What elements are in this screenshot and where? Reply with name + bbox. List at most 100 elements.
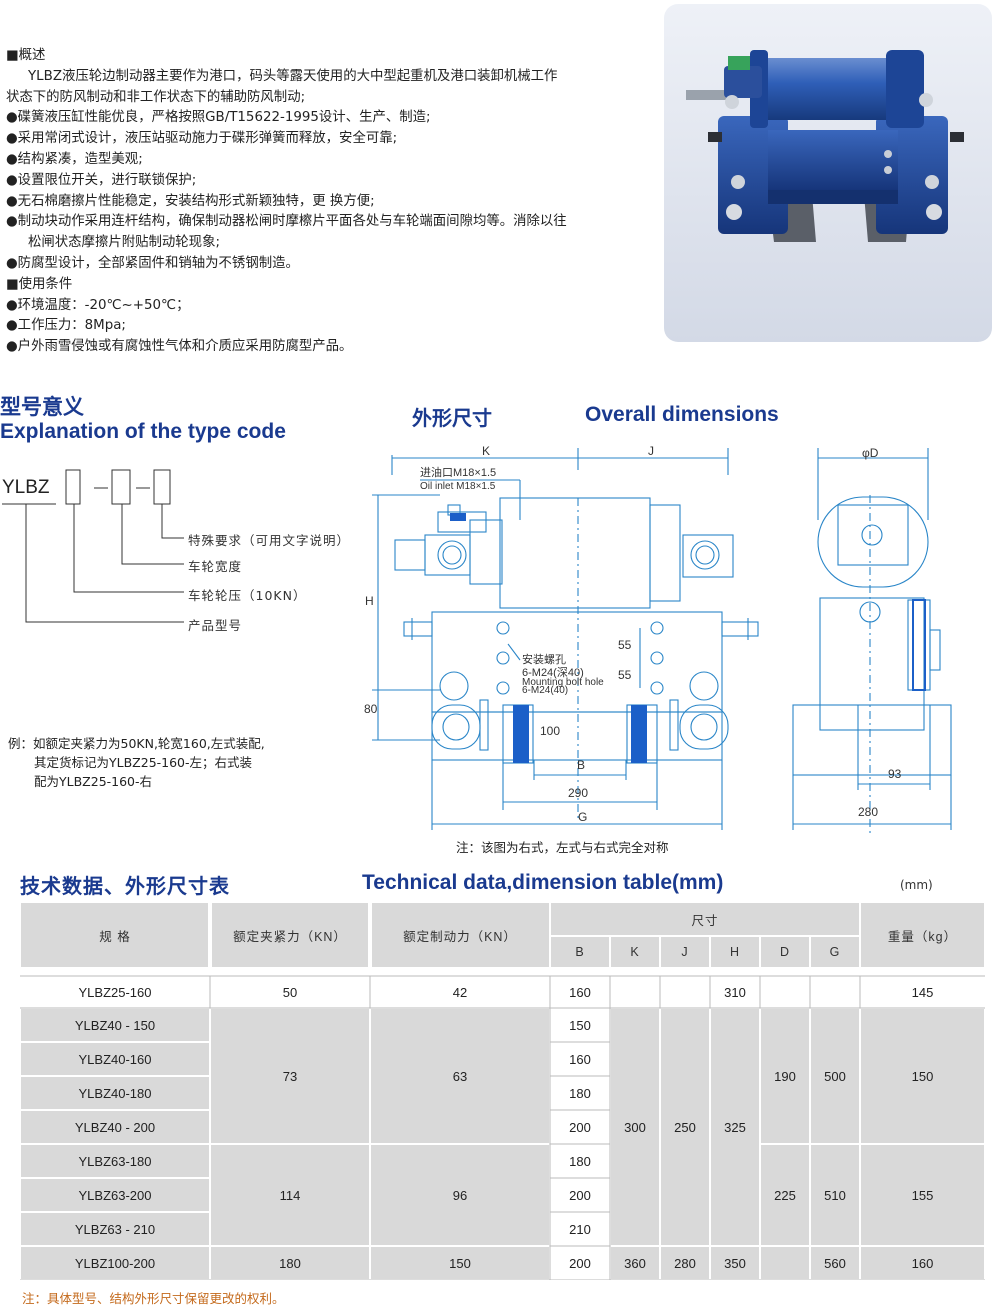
table-cell-brake-force: 150 [449, 1255, 471, 1271]
table-cell-bg [709, 1007, 761, 1247]
table-cell-bg [859, 1007, 985, 1145]
type-code-label-load: 车轮轮压（10KN） [188, 588, 307, 603]
table-cell-model: YLBZ100-200 [74, 1255, 156, 1271]
table-cell-g: 560 [824, 1255, 846, 1271]
table-cell-h: 310 [724, 984, 746, 1000]
oil-inlet-label-en: Oil inlet M18×1.5 [420, 481, 496, 492]
header-dim-k: K [630, 945, 640, 959]
table-cell-clamp-force: 50 [282, 984, 298, 1000]
drawing-note: 注：该图为右式，左式与右式完全对称 [456, 840, 669, 855]
table-cell-g: 500 [824, 1068, 846, 1084]
feature-item: ●制动块动作采用连杆结构，确保制动器松闸时摩檫片平面各处与车轮端面间隙均等。消除… [6, 214, 567, 230]
feature-item-cont: 松闸状态摩擦片附贴制动轮现象; [28, 235, 220, 251]
table-cell-brake-force: 96 [452, 1187, 468, 1203]
example-line: 配为YLBZ25-160-右 [34, 774, 153, 789]
table-cell-bg [369, 1007, 551, 1145]
table-cell-weight: 155 [911, 1187, 934, 1203]
table-cell-bg [759, 1143, 811, 1247]
product-photo [664, 4, 992, 342]
header-spec: 规 格 [99, 929, 131, 944]
example-line: 其定货标记为YLBZ25-160-左；右式装 [34, 755, 253, 770]
overall-dimensions-heading-cn: 外形尺寸 [412, 406, 492, 430]
table-cell-d: 190 [774, 1068, 796, 1084]
table-cell-j: 250 [674, 1119, 696, 1135]
overview-text: ■概述 YLBZ液压轮边制动器主要作为港口，码头等露天使用的大中型起重机及港口装… [6, 46, 658, 358]
table-cell-bg [809, 1007, 861, 1145]
header-dim-h: H [729, 945, 741, 959]
table-cell-bg [709, 1245, 761, 1280]
table-cell-bg [20, 1041, 211, 1077]
footnote: 注：具体型号、结构外形尺寸保留更改的权利。 [22, 1291, 285, 1306]
table-divider [368, 902, 372, 969]
type-code-label-special: 特殊要求（可用文字说明） [188, 533, 351, 548]
table-header-bg [549, 902, 861, 937]
table-cell-b: 180 [569, 1153, 591, 1169]
dimension-drawing [372, 448, 952, 835]
header-dim-d: D [779, 945, 791, 959]
table-cell-bg [859, 1245, 985, 1280]
table-header-bg [759, 935, 811, 969]
table-cell-bg [809, 1245, 861, 1280]
table-cell-b: 150 [569, 1017, 591, 1033]
dim-label-d: φD [862, 446, 879, 460]
table-heading-cn: 技术数据、外形尺寸表 [20, 874, 230, 898]
table-cell-k: 360 [624, 1255, 646, 1271]
dim-label-290: 290 [568, 786, 589, 800]
table-cell-bg [20, 1177, 211, 1213]
table-header-bg [549, 935, 611, 969]
table-cell-bg [549, 1177, 611, 1213]
table-cell-model: YLBZ63 - 210 [74, 1221, 156, 1237]
type-code-label-model: 产品型号 [188, 618, 243, 633]
table-cell-bg [759, 1007, 811, 1145]
feature-item: ●结构紧凑，造型美观; [6, 151, 143, 167]
table-cell-model: YLBZ63-200 [78, 1187, 152, 1203]
overview-line: YLBZ液压轮边制动器主要作为港口，码头等露天使用的大中型起重机及港口装卸机械工… [28, 68, 558, 84]
feature-item: ●采用常闭式设计，液压站驱动施力于碟形弹簧而释放，安全可靠; [6, 131, 398, 147]
bolt-hole-label-cn2: 6-M24(深40) [522, 667, 584, 679]
table-header-bg [20, 902, 551, 969]
type-code-label-width: 车轮宽度 [188, 559, 243, 574]
table-cell-model: YLBZ40-180 [78, 1085, 152, 1101]
example-line: 例：如额定夹紧力为50KN,轮宽160,左式装配, [8, 736, 265, 751]
header-dimensions: 尺寸 [691, 913, 719, 928]
header-clamp-force: 额定夹紧力（KN） [233, 929, 347, 944]
header-weight: 重量（kg） [887, 929, 958, 944]
table-cell-brake-force: 42 [452, 984, 468, 1000]
feature-item: ●设置限位开关，进行联锁保护; [6, 172, 197, 188]
table-cell-clamp-force: 180 [279, 1255, 301, 1271]
table-cell-b: 160 [569, 984, 591, 1000]
type-code-heading-cn: 型号意义 [0, 395, 84, 419]
table-cell-brake-force: 63 [452, 1068, 468, 1084]
table-cell-clamp-force: 114 [279, 1187, 301, 1203]
dim-label-k: K [482, 444, 491, 458]
dim-label-j: J [648, 444, 654, 458]
table-unit: (mm) [900, 878, 933, 892]
bolt-hole-label-en2: 6-M24(40) [522, 685, 569, 696]
table-divider [208, 902, 212, 969]
table-cell-h: 350 [724, 1255, 746, 1271]
table-cell-b: 210 [569, 1221, 591, 1237]
dim-label-280: 280 [858, 805, 879, 819]
table-cell-bg [209, 1143, 371, 1247]
table-cell-weight: 150 [911, 1068, 934, 1084]
overview-heading: ■概述 [6, 48, 46, 63]
table-background [20, 902, 985, 1280]
table-cell-bg [20, 1245, 211, 1280]
header-brake-force: 额定制动力（KN） [403, 929, 517, 944]
table-cell-model: YLBZ40-160 [78, 1051, 152, 1067]
table-cell-b: 160 [569, 1051, 591, 1067]
table-cell-d: 225 [774, 1187, 796, 1203]
bolt-hole-label-cn1: 安装螺孔 [522, 654, 566, 666]
feature-item: ●防腐型设计，全部紧固件和销轴为不锈钢制造。 [6, 255, 299, 271]
bolt-hole-label-en1: Mounting bolt hole [522, 677, 604, 688]
table-cell-bg [659, 1007, 711, 1247]
dim-label-93: 93 [888, 767, 902, 781]
type-code-prefix: YLBZ [2, 477, 50, 498]
condition-item: ●工作压力：8Mpa; [6, 318, 126, 334]
conditions-heading: ■使用条件 [6, 276, 73, 292]
table-cell-bg [609, 1007, 661, 1247]
dim-label-80: 80 [364, 702, 378, 716]
table-cell-bg [20, 1211, 211, 1247]
table-cell-b: 180 [569, 1085, 591, 1101]
